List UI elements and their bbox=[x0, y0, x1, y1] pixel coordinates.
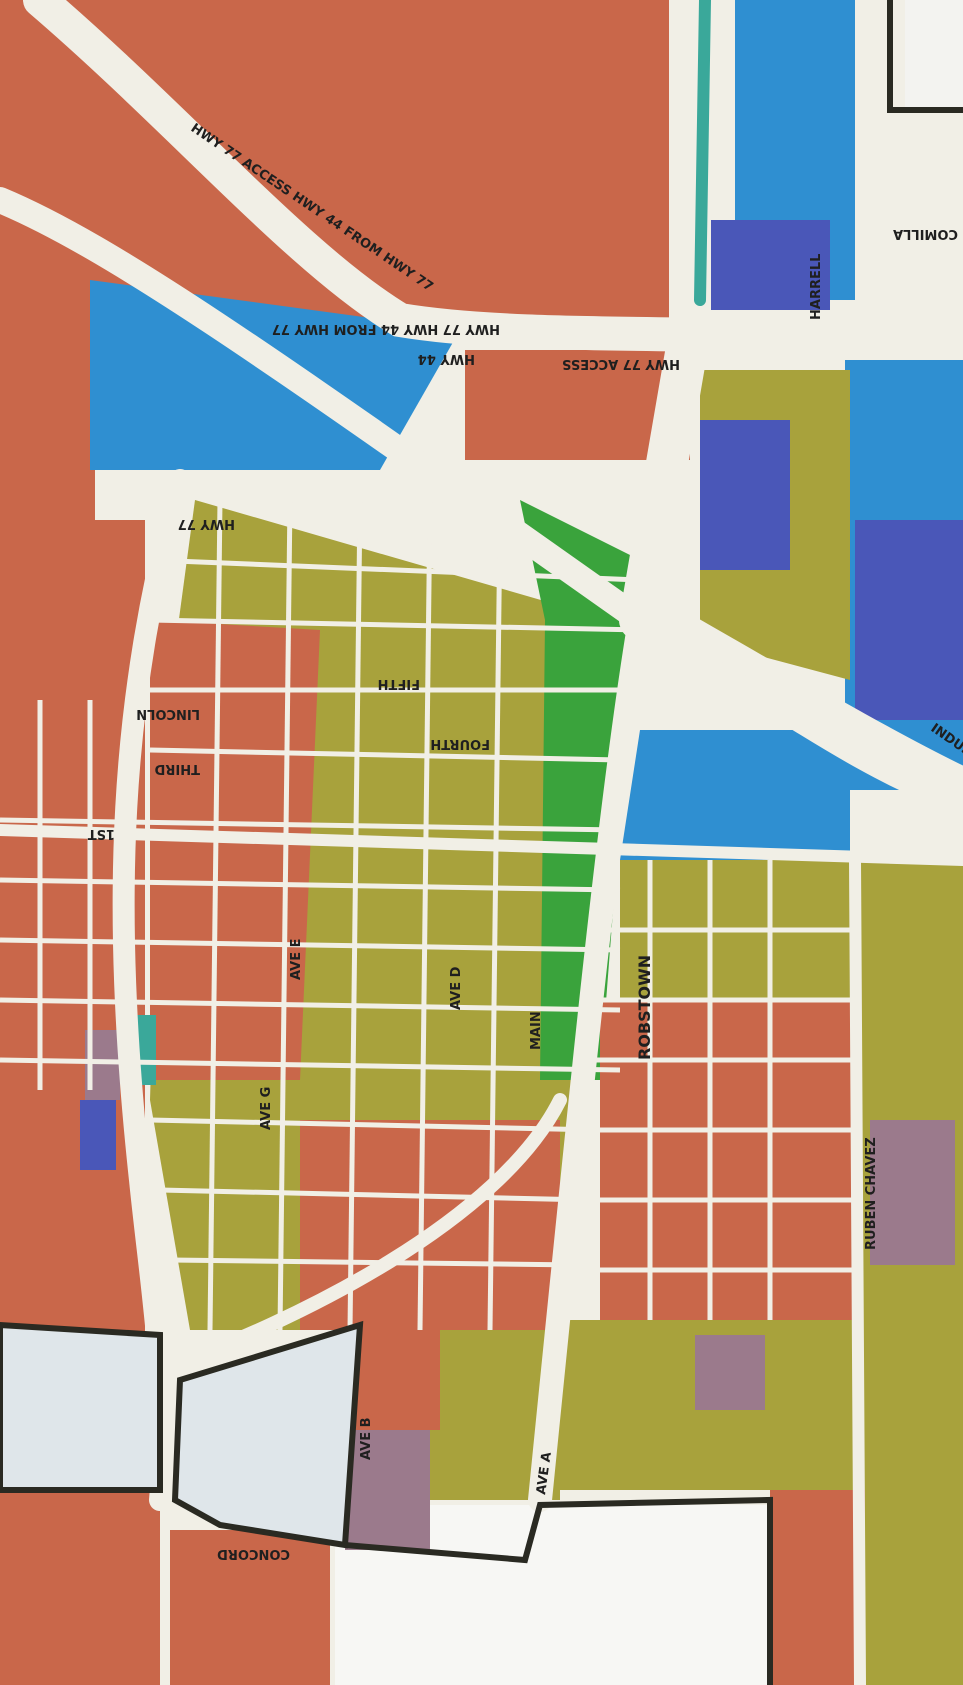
highway-77-diagonal bbox=[0, 187, 963, 813]
label-harrell: HARRELL bbox=[809, 254, 824, 320]
grid-line-horizontal bbox=[0, 817, 621, 833]
label-avenue-g: AVE G bbox=[259, 1087, 274, 1130]
city-boundary-line bbox=[344, 1496, 773, 1685]
southwest-institutional-zone bbox=[345, 1430, 430, 1550]
highway-44-access-curve bbox=[23, 0, 947, 357]
city-boundary-line-northeast bbox=[887, 0, 963, 113]
label-hwy77: HWY 77 bbox=[178, 516, 235, 531]
west-industrial-strip bbox=[80, 1100, 116, 1170]
east-institutional-block bbox=[870, 1120, 955, 1265]
downtown-red-zone bbox=[150, 620, 320, 1080]
northeast-industrial-zone bbox=[700, 420, 790, 570]
label-lincoln: LINCOLN bbox=[136, 706, 200, 721]
southeast-residential-block-2 bbox=[875, 1480, 963, 1685]
southwest-curve-road bbox=[153, 1093, 567, 1377]
east-grid-red-zone bbox=[600, 1000, 860, 1320]
grid-line-vertical bbox=[277, 499, 293, 1331]
grid-line-horizontal bbox=[149, 617, 641, 633]
avenue-a-road bbox=[528, 608, 652, 1512]
north-central-red-zone bbox=[465, 350, 690, 460]
south-outside-area bbox=[171, 1320, 364, 1549]
label-concord: CONCORD bbox=[217, 1546, 290, 1561]
label-hwy77-access: HWY 77 ACCESS bbox=[562, 356, 680, 371]
label-fifth: FIFTH bbox=[378, 676, 420, 691]
north-teal-strip bbox=[694, 0, 711, 306]
northeast-outside-block bbox=[905, 0, 963, 110]
grid-line-vertical bbox=[347, 499, 363, 1331]
grid-line-horizontal bbox=[159, 1187, 591, 1203]
northeast-industrial-block bbox=[700, 220, 830, 310]
industrial-road bbox=[627, 587, 963, 793]
street-grid bbox=[0, 499, 860, 1331]
grid-line-horizontal bbox=[0, 937, 621, 953]
grid-line-vertical bbox=[417, 499, 433, 1331]
grid-line-horizontal bbox=[0, 997, 621, 1013]
southwest-outside-area bbox=[0, 1321, 163, 1493]
northwest-residential-block bbox=[0, 0, 95, 520]
label-robstown: ROBSTOWN bbox=[635, 955, 654, 1060]
label-hwy44-from-hwy77: HWY 77 HWY 44 FROM HWY 77 bbox=[272, 321, 500, 336]
label-first: 1ST bbox=[88, 826, 115, 841]
label-fourth: FOURTH bbox=[430, 736, 490, 751]
south-residential-block bbox=[0, 1480, 160, 1685]
label-hwy44: HWY 44 bbox=[418, 351, 475, 366]
east-industrial-block bbox=[855, 520, 963, 720]
label-third: THIRD bbox=[154, 761, 200, 776]
grid-line-horizontal bbox=[149, 747, 621, 763]
east-boundary-road bbox=[849, 854, 866, 1685]
fourth-street-road bbox=[0, 824, 963, 866]
grid-line-vertical bbox=[207, 499, 223, 1331]
southeast-residential-block bbox=[770, 1490, 865, 1685]
grid-line-horizontal bbox=[149, 1117, 601, 1133]
grid-line-horizontal bbox=[0, 877, 621, 893]
highway-77-north bbox=[619, 0, 711, 641]
label-comilla: COMILLA bbox=[893, 226, 958, 241]
label-avenue-b: AVE B bbox=[359, 1417, 374, 1460]
label-ruben-chavez: RUBEN CHAVEZ bbox=[864, 1137, 879, 1250]
label-avenue-d: AVE D bbox=[449, 966, 464, 1010]
south-residential-block-2 bbox=[170, 1530, 330, 1685]
southeast-institutional-zone bbox=[695, 1335, 765, 1410]
east-commercial-zone bbox=[620, 730, 850, 860]
label-main: MAIN bbox=[529, 1011, 544, 1050]
label-avenue-a: AVE A bbox=[534, 1451, 555, 1495]
grid-line-horizontal bbox=[0, 1057, 621, 1073]
label-avenue-e: AVE E bbox=[289, 938, 304, 980]
